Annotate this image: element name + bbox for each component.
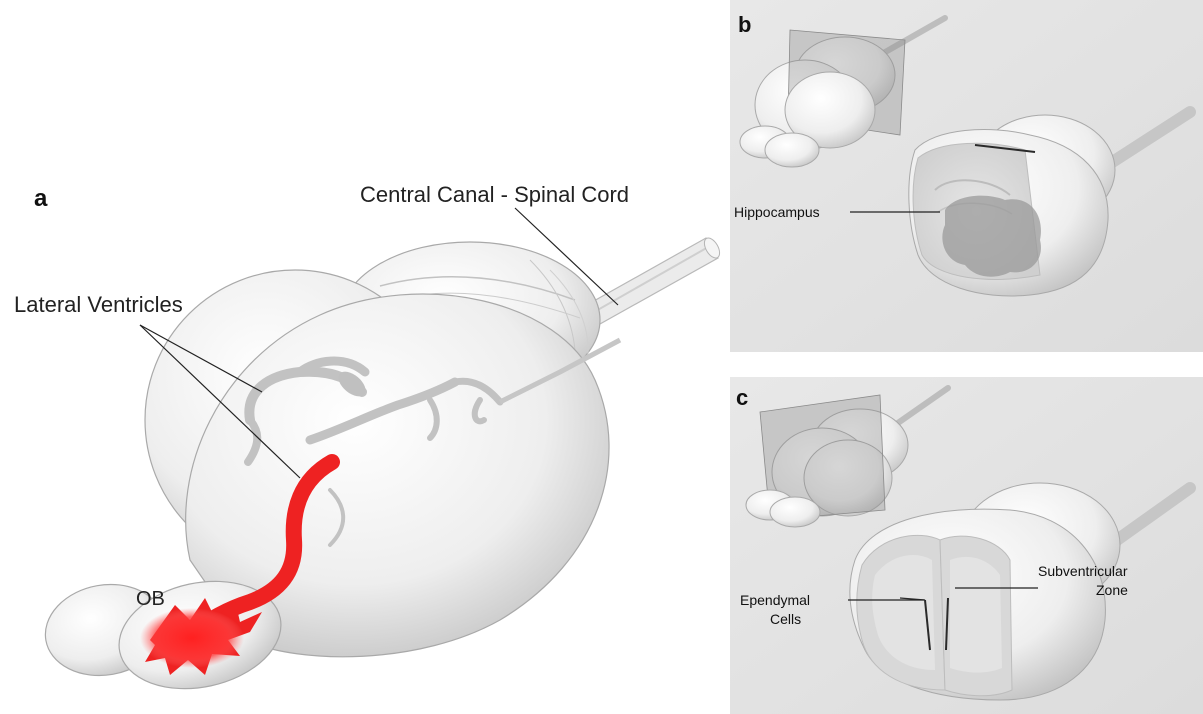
panel-c: c Ependymal Cells Subvent [730,377,1203,714]
panel-b: b Hippocampus [730,0,1203,352]
label-ob: OB [136,588,165,610]
label-ependymal-line1: Ependymal [740,592,810,608]
label-subventricular-line1: Subventricular [1038,563,1128,579]
panel-b-letter: b [738,12,751,37]
label-subventricular-line2: Zone [1096,582,1128,598]
label-lateral-ventricles: Lateral Ventricles [14,292,183,317]
label-ependymal-line2: Cells [770,611,801,627]
panel-a-letter: a [34,185,48,212]
panel-c-letter: c [736,385,748,410]
panel-a: a [14,182,723,703]
label-hippocampus: Hippocampus [734,204,820,220]
label-central-canal: Central Canal - Spinal Cord [360,182,629,207]
